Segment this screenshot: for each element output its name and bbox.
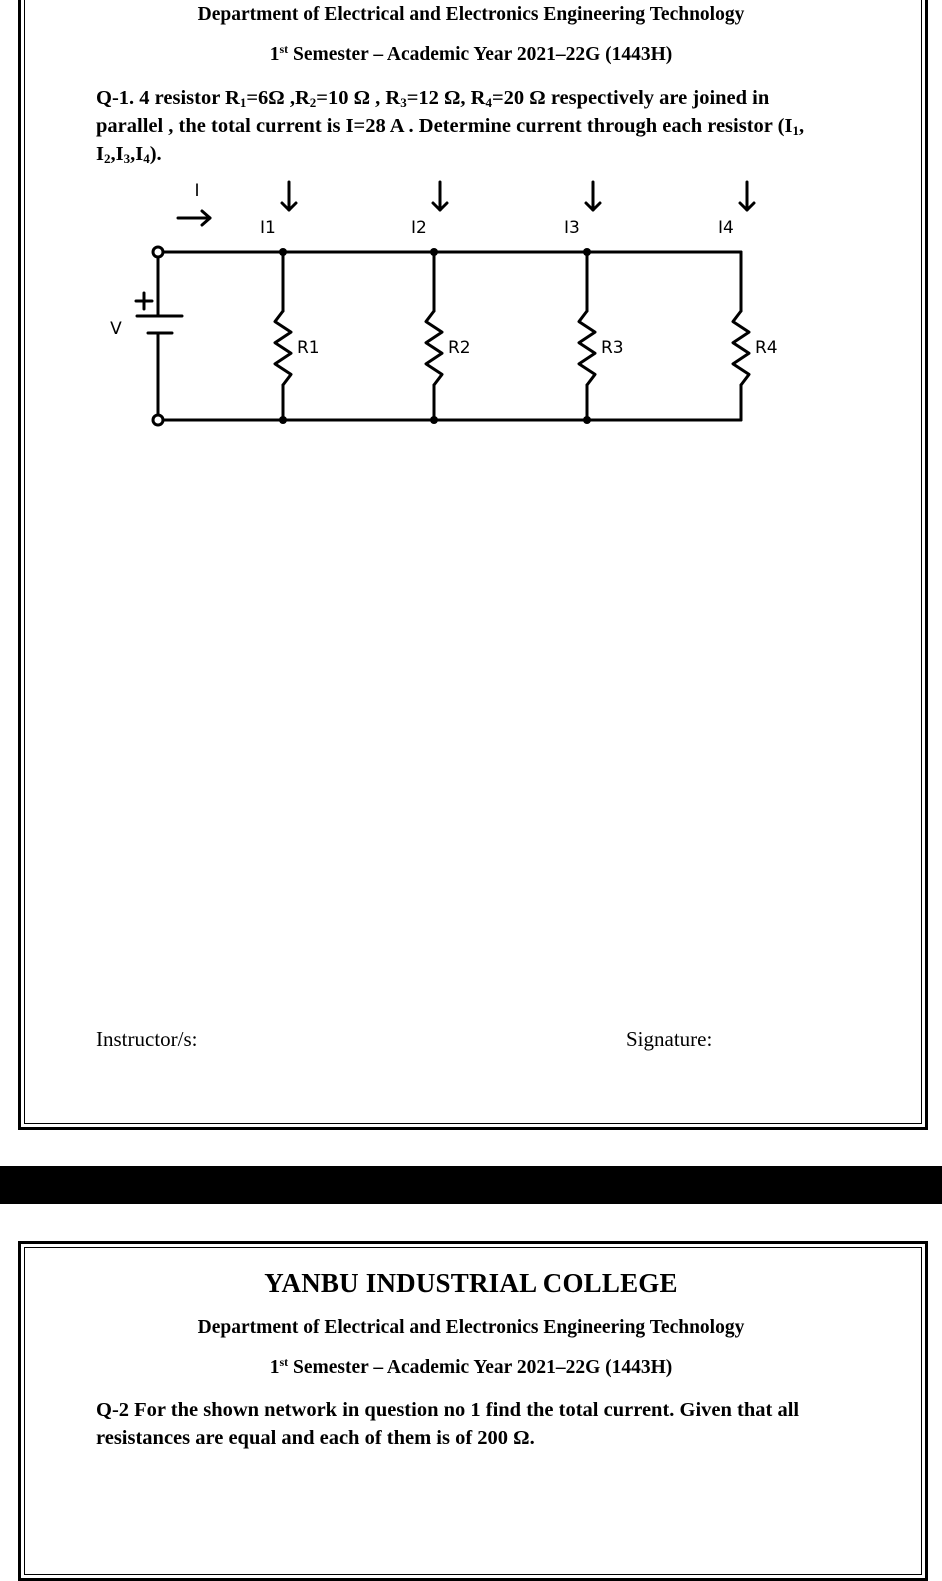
signature-label: Signature: — [626, 1027, 713, 1051]
question-2: Q-2 For the shown network in question no… — [96, 1396, 841, 1452]
branch-current-arrow-icon — [584, 180, 602, 212]
question-subscript: 2 — [103, 151, 111, 166]
resistor-label: R4 — [755, 338, 778, 358]
semester-ordinal-2: 1 — [269, 1357, 280, 1378]
junction-dot — [583, 248, 591, 256]
plus-sign-icon — [134, 291, 154, 311]
semester-text: Semester – Academic Year 2021–22G (1443H… — [293, 44, 673, 65]
question-text: , I — [96, 115, 805, 165]
branch-current-label: I3 — [564, 218, 580, 238]
junction-dot — [279, 248, 287, 256]
source-voltage-label: V — [110, 319, 122, 339]
question-subscript: 1 — [792, 123, 799, 138]
branch-current-arrow-icon — [738, 180, 756, 212]
department-title-2: Department of Electrical and Electronics… — [197, 1317, 745, 1338]
semester-line-2: 1st Semester – Academic Year 2021–22G (1… — [0, 1355, 942, 1379]
bottom-terminal — [151, 413, 165, 427]
question-subscript: 4 — [485, 95, 492, 110]
resistor-label: R3 — [601, 338, 624, 358]
resistor-label: R1 — [297, 338, 320, 358]
question-text: ,I — [110, 143, 124, 165]
question-text: =20 Ω respectively are joined in paralle… — [96, 87, 793, 137]
question-text: =12 Ω, R — [406, 87, 486, 109]
resistor-4-icon — [731, 309, 751, 387]
junction-dot — [279, 416, 287, 424]
sheet-1-inner-border — [24, 0, 922, 1124]
junction-dot — [430, 248, 438, 256]
branch-current-label: I4 — [718, 218, 734, 238]
question-text: ,I — [130, 143, 144, 165]
question-subscript: 4 — [143, 151, 150, 166]
exam-sheet-1 — [18, 0, 928, 1130]
question-text: ). — [149, 143, 162, 165]
resistor-2-icon — [424, 309, 444, 387]
semester-suffix: st — [279, 42, 289, 56]
question-text: =6Ω ,R — [246, 87, 310, 109]
resistor-3-icon — [577, 309, 597, 387]
branch-current-label: I1 — [260, 218, 276, 238]
junction-dot — [430, 416, 438, 424]
branch-current-arrow-icon — [280, 180, 298, 212]
question-subscript: 1 — [239, 95, 247, 110]
question-text: Q-1. 4 resistor R — [96, 87, 240, 109]
semester-text-2: Semester – Academic Year 2021–22G (1443H… — [293, 1357, 673, 1378]
question-1: Q-1. 4 resistor R1=6Ω ,R2=10 Ω , R3=12 Ω… — [96, 84, 841, 168]
resistor-label: R2 — [448, 338, 471, 358]
question-text: Q-2 For the shown network in question no… — [96, 1399, 800, 1449]
source-current-arrow-icon — [176, 209, 212, 227]
voltage-source — [135, 250, 184, 422]
source-current-label: I — [194, 181, 199, 201]
question-subscript: 2 — [309, 95, 317, 110]
instructor-label: Instructor/s: — [96, 1027, 198, 1051]
college-name: YANBU INDUSTRIAL COLLEGE — [264, 1268, 678, 1298]
branch-current-label: I2 — [411, 218, 427, 238]
junction-dot — [583, 416, 591, 424]
page-separator — [0, 1166, 942, 1204]
question-subscript: 3 — [123, 151, 131, 166]
question-text: =10 Ω , R — [316, 87, 401, 109]
department-title: Department of Electrical and Electronics… — [197, 4, 745, 25]
semester-ordinal: 1 — [269, 44, 280, 65]
branch-current-arrow-icon — [431, 180, 449, 212]
semester-line: 1st Semester – Academic Year 2021–22G (1… — [0, 42, 942, 66]
top-terminal — [151, 245, 165, 259]
resistor-1-icon — [273, 309, 293, 387]
question-subscript: 3 — [400, 95, 407, 110]
semester-suffix-2: st — [279, 1355, 289, 1369]
